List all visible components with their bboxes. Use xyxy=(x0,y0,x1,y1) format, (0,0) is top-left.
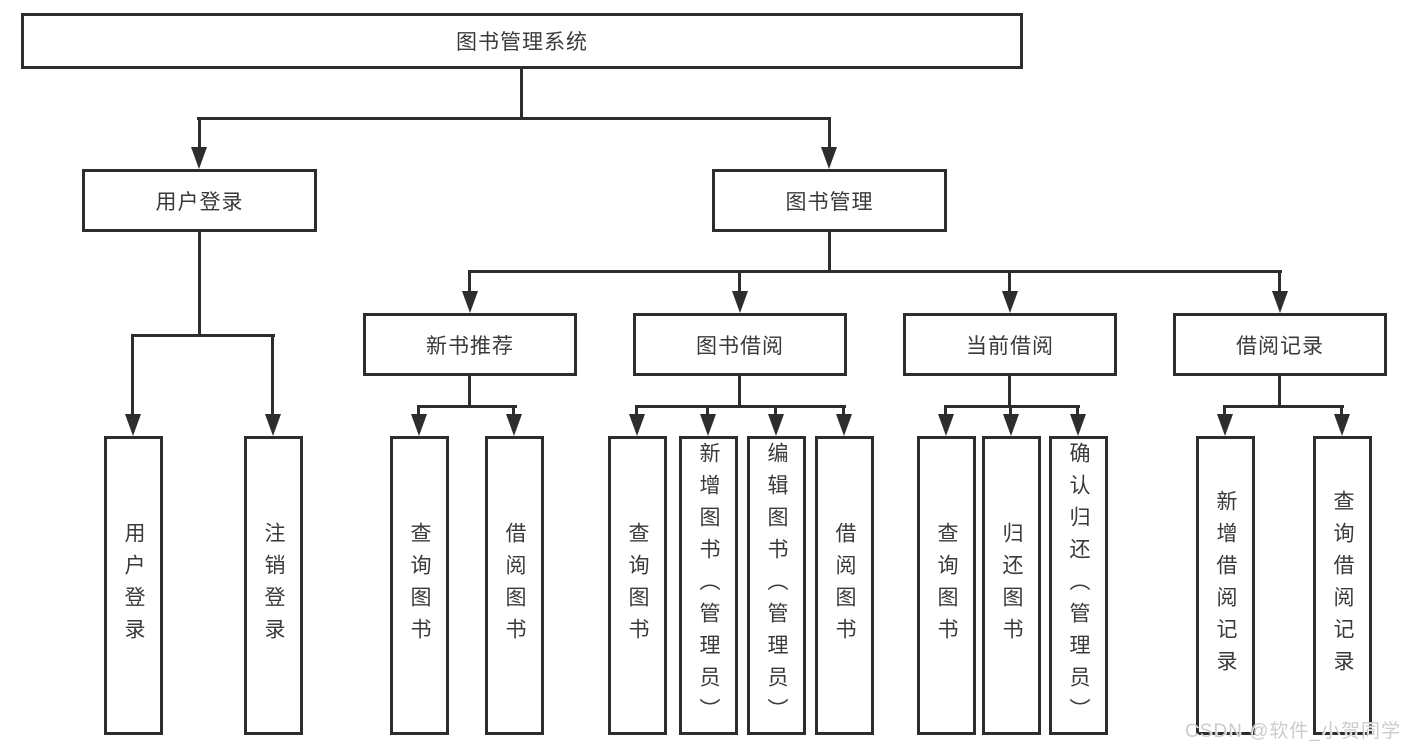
leaf-query-books-borrow: 查询图书 xyxy=(608,436,667,735)
connector-line xyxy=(468,375,471,407)
node-new-book-recommend: 新书推荐 xyxy=(363,313,577,376)
leaf-query-borrow-record: 查询借阅记录 xyxy=(1313,436,1372,735)
node-root-library-system: 图书管理系统 xyxy=(21,13,1023,69)
arrowhead-down-icon xyxy=(768,414,784,436)
arrowhead-down-icon xyxy=(732,291,748,313)
arrowhead-down-icon xyxy=(1070,414,1086,436)
connector-line xyxy=(131,334,134,416)
node-book-management: 图书管理 xyxy=(712,169,947,232)
arrowhead-down-icon xyxy=(1272,291,1288,313)
connector-line xyxy=(198,119,201,148)
connector-line xyxy=(1223,405,1344,408)
connector-line xyxy=(1340,405,1343,417)
connector-line xyxy=(828,119,831,148)
node-user-login: 用户登录 xyxy=(82,169,317,232)
arrowhead-down-icon xyxy=(700,414,716,436)
csdn-watermark: CSDN @软件_小贺同学 xyxy=(1185,721,1401,742)
connector-line xyxy=(198,231,201,336)
connector-line xyxy=(944,405,1080,408)
connector-line xyxy=(635,405,638,417)
connector-line xyxy=(417,405,517,408)
arrowhead-down-icon xyxy=(938,414,954,436)
connector-line xyxy=(197,117,831,120)
connector-line xyxy=(1008,272,1011,292)
arrowhead-down-icon xyxy=(191,147,207,169)
leaf-confirm-return-admin: 确认归还（管理员） xyxy=(1049,436,1108,735)
leaf-add-books-admin: 新增图书（管理员） xyxy=(679,436,738,735)
connector-line xyxy=(635,405,846,408)
connector-line xyxy=(738,272,741,292)
leaf-add-borrow-record: 新增借阅记录 xyxy=(1196,436,1255,735)
node-current-borrowing: 当前借阅 xyxy=(903,313,1117,376)
connector-line xyxy=(774,405,777,417)
leaf-edit-books-admin: 编辑图书（管理员） xyxy=(747,436,806,735)
arrowhead-down-icon xyxy=(1003,414,1019,436)
arrowhead-down-icon xyxy=(462,291,478,313)
arrowhead-down-icon xyxy=(1002,291,1018,313)
arrowhead-down-icon xyxy=(1334,414,1350,436)
leaf-return-books: 归还图书 xyxy=(982,436,1041,735)
node-book-borrowing: 图书借阅 xyxy=(633,313,847,376)
node-borrowing-records: 借阅记录 xyxy=(1173,313,1387,376)
leaf-user-login: 用户登录 xyxy=(104,436,163,735)
connector-line xyxy=(1076,405,1079,417)
connector-line xyxy=(468,270,1282,273)
arrowhead-down-icon xyxy=(629,414,645,436)
connector-line xyxy=(1008,375,1011,407)
connector-line xyxy=(1009,405,1012,417)
leaf-query-books-current: 查询图书 xyxy=(917,436,976,735)
connector-line xyxy=(738,375,741,407)
connector-line xyxy=(131,334,275,337)
connector-line xyxy=(1223,405,1226,417)
arrowhead-down-icon xyxy=(1217,414,1233,436)
leaf-borrow-books-newbook: 借阅图书 xyxy=(485,436,544,735)
arrowhead-down-icon xyxy=(411,414,427,436)
connector-line xyxy=(512,405,515,417)
arrowhead-down-icon xyxy=(836,414,852,436)
connector-line xyxy=(1278,272,1281,292)
leaf-borrow-books: 借阅图书 xyxy=(815,436,874,735)
arrowhead-down-icon xyxy=(125,414,141,436)
connector-line xyxy=(706,405,709,417)
arrowhead-down-icon xyxy=(506,414,522,436)
arrowhead-down-icon xyxy=(821,147,837,169)
leaf-logout: 注销登录 xyxy=(244,436,303,735)
connector-line xyxy=(271,334,274,416)
connector-line xyxy=(828,231,831,272)
arrowhead-down-icon xyxy=(265,414,281,436)
connector-line xyxy=(520,68,523,118)
connector-line xyxy=(1278,375,1281,407)
leaf-query-books-newbook: 查询图书 xyxy=(390,436,449,735)
connector-line xyxy=(842,405,845,417)
connector-line xyxy=(944,405,947,417)
connector-line xyxy=(417,405,420,417)
connector-line xyxy=(468,272,471,292)
